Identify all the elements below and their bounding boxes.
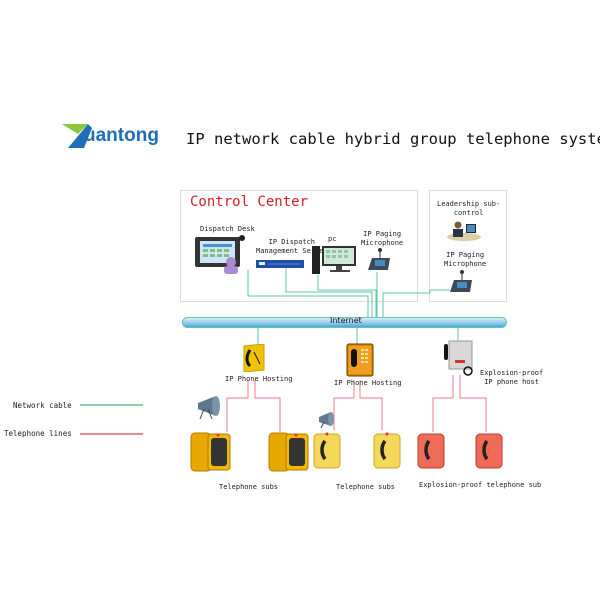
- logo-mark-icon: [62, 124, 92, 148]
- server-label: IP Dispatch Management Server: [256, 238, 328, 255]
- explosion-proof-telephone-sub-icon[interactable]: [416, 432, 446, 470]
- page-title: IP network cable hybrid group telephone …: [186, 130, 600, 148]
- host-label-1: IP Phone Hosting: [225, 375, 293, 383]
- legend-network-label: Network cable: [13, 401, 72, 410]
- yuantong-logo: uantong: [62, 122, 159, 150]
- network-cable: [285, 268, 373, 318]
- telephone-line: [226, 380, 249, 432]
- control-center-title: Control Center: [190, 194, 309, 210]
- telephone-sub-icon[interactable]: [372, 432, 402, 470]
- network-cable: [247, 270, 369, 318]
- server-icon[interactable]: [256, 259, 306, 269]
- horn-speaker-icon[interactable]: [316, 411, 336, 429]
- telephone-line: [254, 380, 281, 432]
- telephone-line: [459, 375, 487, 432]
- telephone-sub-open-icon[interactable]: [268, 432, 312, 472]
- explosion-proof-telephone-sub-icon[interactable]: [474, 432, 504, 470]
- leadership-user-icon[interactable]: [446, 220, 482, 242]
- paging-mic-label: IP Paging Microphone: [361, 230, 404, 247]
- internet-label: Internet: [330, 316, 362, 325]
- network-cable: [317, 275, 377, 318]
- ip-phone-host-icon[interactable]: [346, 343, 374, 377]
- leadership-paging-label: IP Paging Microphone: [444, 251, 487, 268]
- logo-text: uantong: [84, 125, 159, 146]
- group-label-1: Telephone subs: [219, 483, 279, 491]
- telephone-sub-open-icon[interactable]: [190, 432, 234, 472]
- group-label-3: Explosion-proof telephone sub: [419, 481, 542, 489]
- dispatch-desk-icon[interactable]: [195, 234, 250, 274]
- leadership-label: Leadership sub- control: [437, 200, 501, 217]
- explosion-host-label: Explosion-proof IP phone host: [480, 369, 544, 386]
- telephone-line: [432, 375, 454, 432]
- network-cable: [382, 289, 450, 318]
- horn-speaker-icon[interactable]: [194, 395, 224, 421]
- dispatch-desk-label: Dispatch Desk: [200, 225, 255, 233]
- leadership-paging-microphone-icon[interactable]: [448, 270, 474, 294]
- telephone-sub-icon[interactable]: [312, 432, 342, 470]
- pc-icon[interactable]: [312, 244, 358, 276]
- group-label-2: Telephone subs: [336, 483, 396, 491]
- internet-backbone: [182, 317, 507, 328]
- host-label-2: IP Phone Hosting: [334, 379, 402, 387]
- legend-telephone-label: Telephone lines: [4, 429, 72, 438]
- telephone-line: [359, 380, 383, 430]
- ip-phone-host-icon[interactable]: [242, 344, 266, 372]
- paging-microphone-icon[interactable]: [366, 248, 392, 272]
- pc-label: pc: [328, 235, 337, 243]
- telephone-line: [333, 380, 355, 430]
- explosion-proof-host-icon[interactable]: [443, 340, 473, 376]
